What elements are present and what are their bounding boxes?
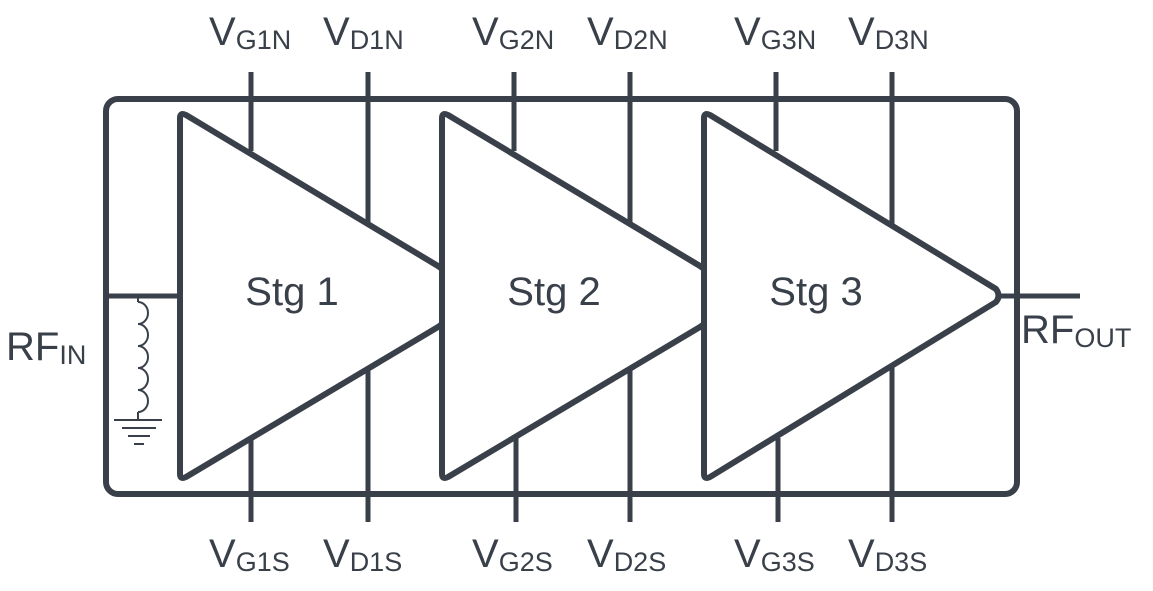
- pin-label-vg2s: VG2S: [472, 532, 553, 577]
- stage-1-label: Stg 1: [245, 270, 338, 314]
- pin-label-vg1s: VG1S: [209, 532, 290, 577]
- stage-3-triangle: [701, 111, 1002, 481]
- shunt-inductor-icon: [137, 296, 149, 420]
- pin-label-vd1n: VD1N: [323, 10, 404, 55]
- rf-out-label: RFOUT: [1021, 308, 1131, 353]
- stage-2-label: Stg 2: [507, 270, 600, 314]
- pin-label-vd3s: VD3S: [848, 532, 927, 577]
- pin-label-vd2n: VD2N: [587, 10, 668, 55]
- pin-label-vd3n: VD3N: [848, 10, 929, 55]
- pin-label-vd2s: VD2S: [587, 532, 666, 577]
- pin-label-vg3n: VG3N: [734, 10, 816, 55]
- rf-in-label: RFIN: [6, 325, 86, 370]
- pin-label-vg3s: VG3S: [734, 532, 815, 577]
- pin-label-vd1s: VD1S: [323, 532, 402, 577]
- pin-label-vg1n: VG1N: [209, 10, 291, 55]
- ground-icon: [114, 419, 162, 445]
- stage-3-label: Stg 3: [769, 270, 862, 314]
- pin-label-vg2n: VG2N: [472, 10, 554, 55]
